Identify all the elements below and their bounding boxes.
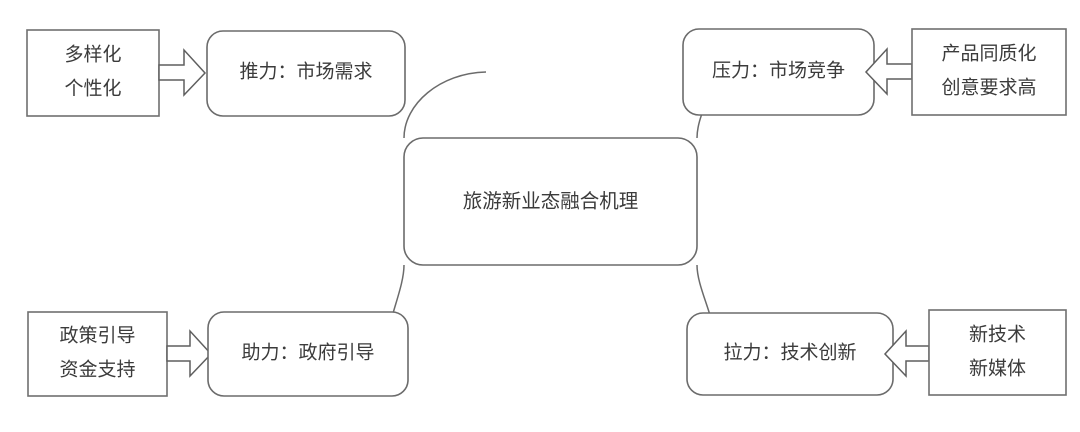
source-node-competition[interactable] <box>911 28 1067 116</box>
connector-push-to-center <box>403 71 487 139</box>
factor-node-assist-label: 助力：政府引导 <box>241 341 374 363</box>
arrow-right-icon-demand <box>158 48 207 97</box>
factor-node-push-label: 推力：市场需求 <box>239 60 372 82</box>
arrow-right-icon-policy <box>166 329 213 378</box>
source-node-demand[interactable] <box>26 29 160 117</box>
source-node-demand-line1: 多样化 <box>64 43 121 65</box>
source-node-competition-line2: 创意要求高 <box>941 76 1036 98</box>
arrow-left-icon-technology <box>883 329 930 378</box>
source-node-policy-line2: 资金支持 <box>59 358 135 380</box>
source-node-competition-line1: 产品同质化 <box>941 42 1036 64</box>
source-node-technology[interactable] <box>928 309 1067 396</box>
factor-node-pressure-label: 压力：市场竞争 <box>712 59 845 81</box>
center-node-label: 旅游新业态融合机理 <box>463 190 639 212</box>
source-node-technology-line2: 新媒体 <box>969 357 1026 379</box>
center-node[interactable] <box>403 137 698 266</box>
source-node-technology-line1: 新技术 <box>969 323 1026 345</box>
arrow-left-icon-competition <box>864 47 913 96</box>
source-node-policy-line1: 政策引导 <box>59 324 135 346</box>
factor-node-assist[interactable] <box>207 311 409 397</box>
source-node-demand-line2: 个性化 <box>64 77 121 99</box>
factor-node-pull-label: 拉力：技术创新 <box>723 341 856 363</box>
factor-node-push[interactable] <box>206 30 406 117</box>
